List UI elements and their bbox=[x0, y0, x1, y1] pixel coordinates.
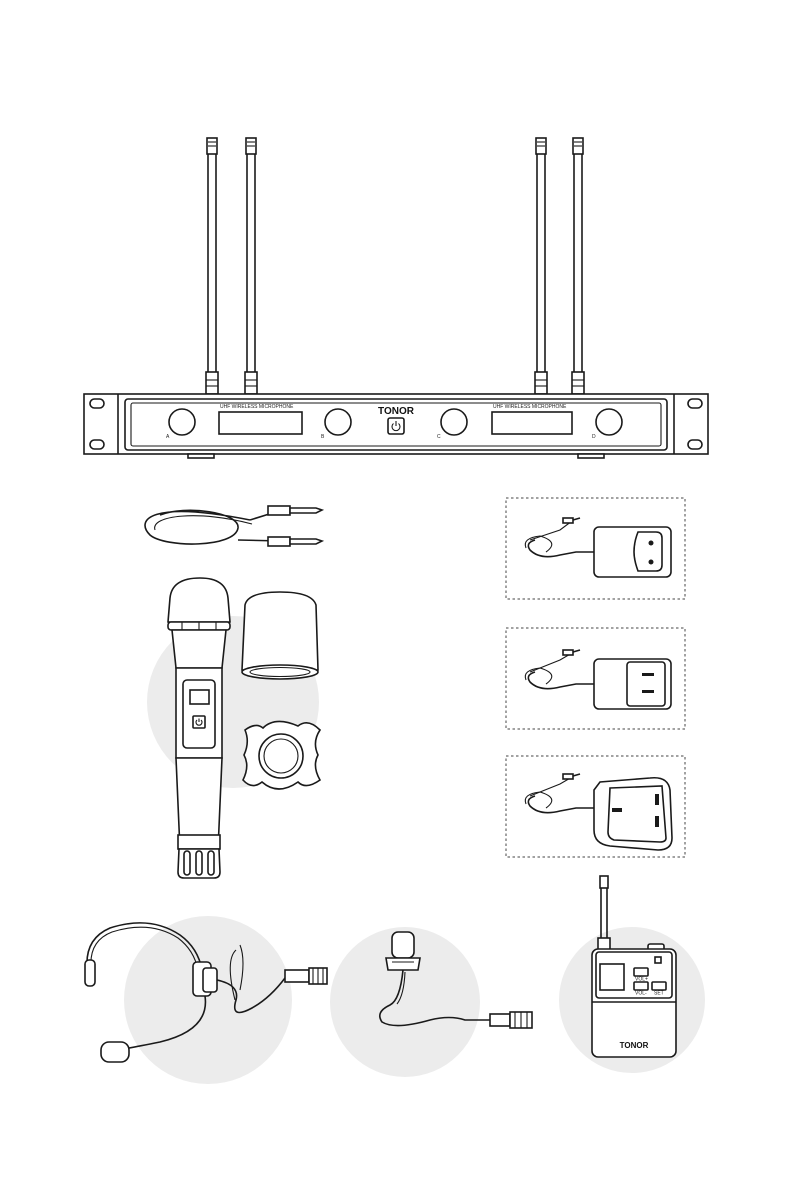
rack-slot bbox=[90, 440, 104, 449]
power-adapter-eu bbox=[506, 498, 685, 599]
bodypack-button-set bbox=[652, 982, 666, 990]
receiver-antennas bbox=[206, 138, 584, 394]
antenna-1 bbox=[206, 138, 218, 394]
headset-capsule bbox=[101, 1042, 129, 1062]
bodypack-brand-logo: TONOR bbox=[620, 1041, 649, 1050]
audio-cable bbox=[145, 506, 322, 546]
bodypack-label-set: SET bbox=[654, 991, 664, 997]
display-right bbox=[492, 412, 572, 434]
bodypack-led bbox=[655, 957, 661, 963]
power-adapter-uk bbox=[506, 756, 685, 857]
foam-windscreen bbox=[242, 592, 318, 670]
antenna-2 bbox=[245, 138, 257, 394]
bodypack-button-vol-plus bbox=[634, 968, 648, 976]
rack-slot bbox=[90, 399, 104, 408]
bodypack-label-vol-minus: VOL- bbox=[635, 991, 647, 997]
channel-label-d: D bbox=[592, 434, 596, 440]
receiver-unit: UHF WIRELESS MICROPHONE UHF WIRELESS MIC… bbox=[84, 394, 708, 458]
antenna-3 bbox=[535, 138, 547, 394]
lavalier-capsule bbox=[392, 932, 414, 958]
volume-knob-b bbox=[325, 409, 351, 435]
rack-slot bbox=[688, 440, 702, 449]
handheld-microphone-set bbox=[147, 578, 320, 878]
volume-knob-a bbox=[169, 409, 195, 435]
bodypack-transmitter: VOL+ VOL- SET TONOR bbox=[559, 876, 705, 1073]
display-left bbox=[219, 412, 302, 434]
bodypack-display bbox=[600, 964, 624, 990]
bodypack-button-vol-minus bbox=[634, 982, 648, 990]
lavalier-microphone bbox=[330, 927, 532, 1077]
antenna-4 bbox=[572, 138, 584, 394]
backdrop-circle bbox=[124, 916, 292, 1084]
receiver-brand-logo: TONOR bbox=[378, 406, 415, 417]
display-left-label: UHF WIRELESS MICROPHONE bbox=[220, 404, 294, 410]
channel-label-c: C bbox=[437, 434, 441, 440]
headset-microphone bbox=[85, 916, 327, 1084]
mic-grille bbox=[168, 578, 230, 622]
jack-plug bbox=[268, 537, 290, 546]
rack-slot bbox=[688, 399, 702, 408]
display-right-label: UHF WIRELESS MICROPHONE bbox=[493, 404, 567, 410]
jack-plug bbox=[268, 506, 290, 515]
mic-display bbox=[190, 690, 209, 704]
bodypack-label-vol-plus: VOL+ bbox=[635, 977, 648, 983]
power-adapter-us bbox=[506, 628, 685, 729]
volume-knob-d bbox=[596, 409, 622, 435]
volume-knob-c bbox=[441, 409, 467, 435]
